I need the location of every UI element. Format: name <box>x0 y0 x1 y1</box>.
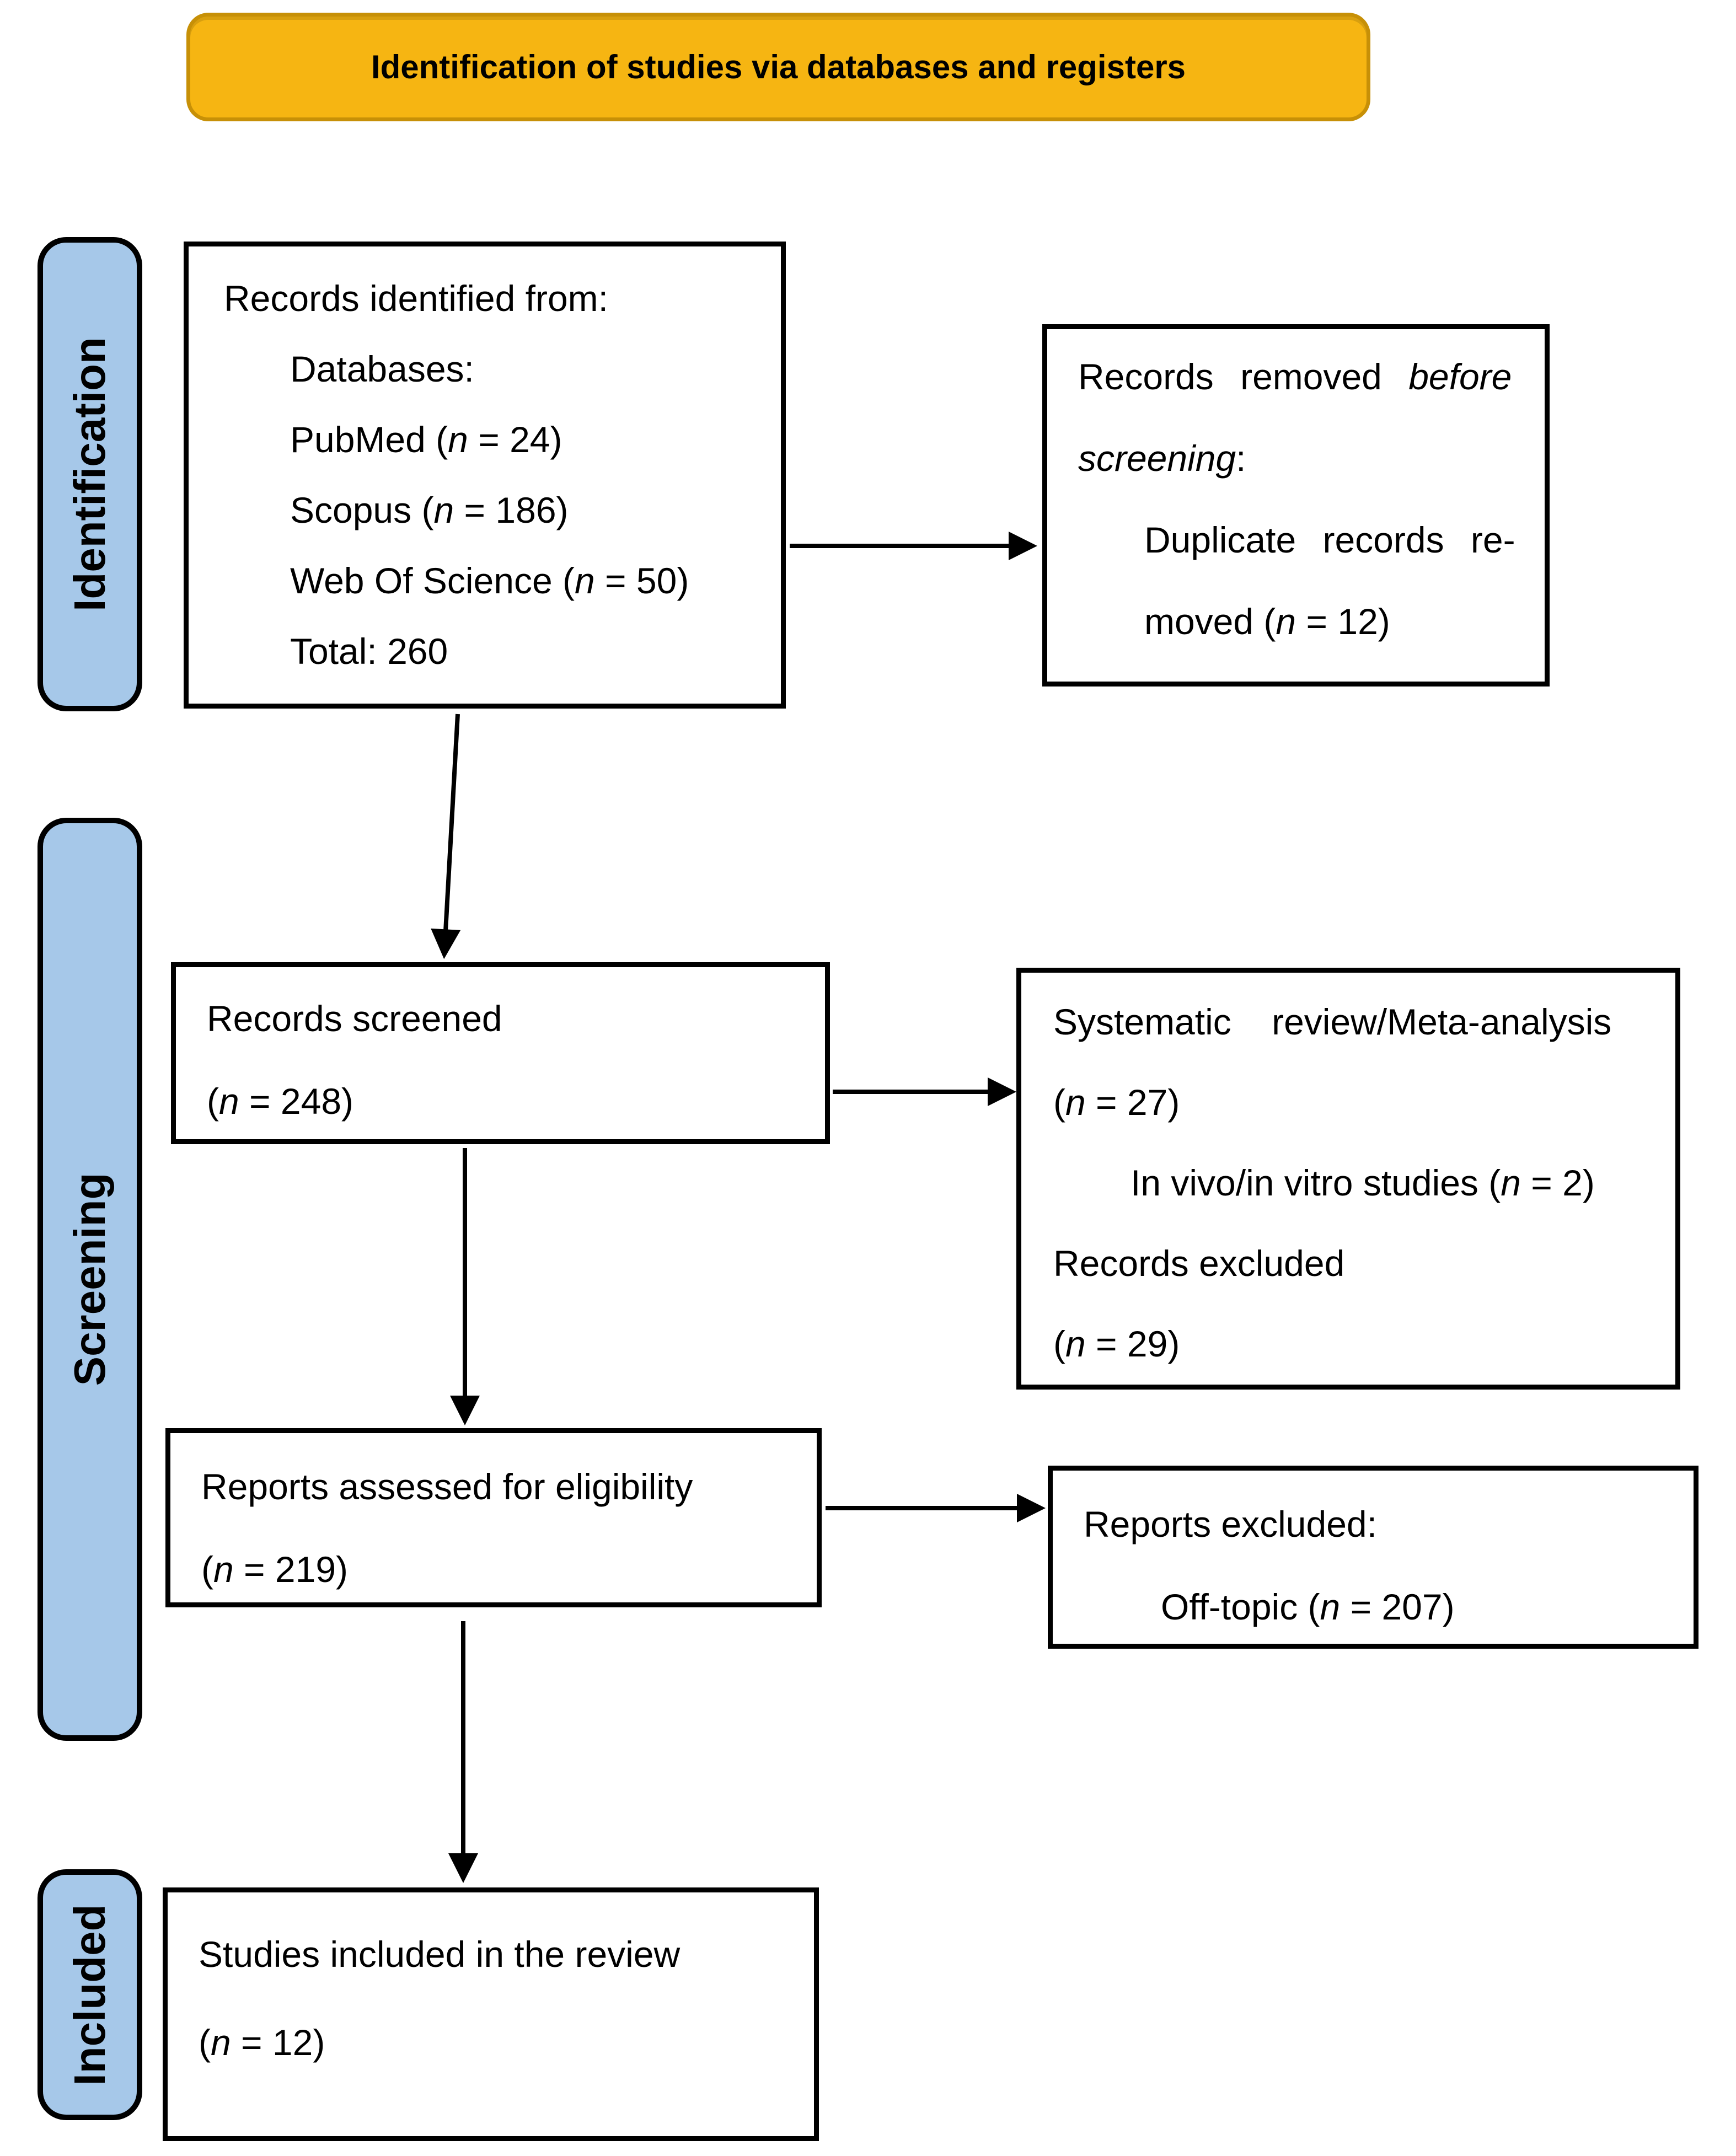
box-text-line: (n = 29) <box>1053 1323 1180 1364</box>
arrow-assessed-to-included <box>461 1621 465 1854</box>
box-records-excluded-screening: Systematic review/Meta-analysis (n = 27) I… <box>1016 968 1680 1390</box>
box-text-line: (n = 12) <box>199 2022 325 2063</box>
box-text-line: (n = 248) <box>207 1081 354 1122</box>
stage-bar-identification: Identification <box>37 237 142 711</box>
box-text-line: Off-topic (n = 207) <box>1161 1586 1455 1627</box>
box-text-line: (n = 219) <box>201 1549 349 1590</box>
box-text-line: Databases: <box>290 348 474 389</box>
box-text-line: screening: <box>1078 438 1246 479</box>
box-reports-excluded: Reports excluded: Off-topic (n = 207) <box>1048 1466 1699 1649</box>
title-banner: Identification of studies via databases … <box>186 13 1370 121</box>
box-text-line: PubMed (n = 24) <box>290 419 562 460</box>
stage-bar-included: Included <box>37 1869 142 2120</box>
box-text-line: Scopus (n = 186) <box>290 490 569 530</box>
box-text-line: Records removed before <box>1078 356 1512 397</box>
box-text-line: moved (n = 12) <box>1144 601 1390 642</box>
arrow-identified-to-screened <box>443 714 460 930</box>
box-text-line: Systematic review/Meta-analysis <box>1053 1001 1612 1042</box>
arrow-screened-to-excluded <box>833 1090 988 1094</box>
title-text: Identification of studies via databases … <box>371 49 1186 85</box>
arrow-identified-to-removed <box>790 544 1009 548</box>
box-records-screened: Records screened (n = 248) <box>171 962 830 1144</box>
stage-label-identification: Identification <box>65 337 114 612</box>
box-text-line: Reports assessed for eligibility <box>201 1466 693 1507</box>
box-text-line: Total: 260 <box>290 631 448 672</box>
box-text-line: Duplicate records re- <box>1144 519 1515 560</box>
box-records-identified: Records identified from: Databases: PubMed… <box>184 242 786 709</box>
box-text-line: Records screened <box>207 998 502 1039</box>
box-text-line: Reports excluded: <box>1084 1504 1377 1544</box>
box-text-line: In vivo/in vitro studies (n = 2) <box>1130 1162 1595 1203</box>
box-text-line: Studies included in the review <box>199 1934 681 1975</box>
box-text-line: Records excluded <box>1053 1243 1345 1284</box>
box-records-removed: Records removed before screening: Duplicat… <box>1042 324 1550 687</box>
arrow-assessed-to-reports-excluded <box>826 1506 1017 1510</box>
box-text-line: (n = 27) <box>1053 1082 1180 1123</box>
stage-label-included: Included <box>65 1904 114 2085</box>
stage-label-screening: Screening <box>65 1172 114 1386</box>
box-text-line: Records identified from: <box>224 278 608 319</box>
box-studies-included: Studies included in the review (n = 12) <box>163 1887 819 2141</box>
box-text-line: Web Of Science (n = 50) <box>290 560 689 601</box>
stage-bar-screening: Screening <box>37 818 142 1741</box>
arrow-screened-to-assessed <box>463 1148 467 1396</box>
box-reports-assessed: Reports assessed for eligibility (n = 219… <box>165 1428 822 1607</box>
